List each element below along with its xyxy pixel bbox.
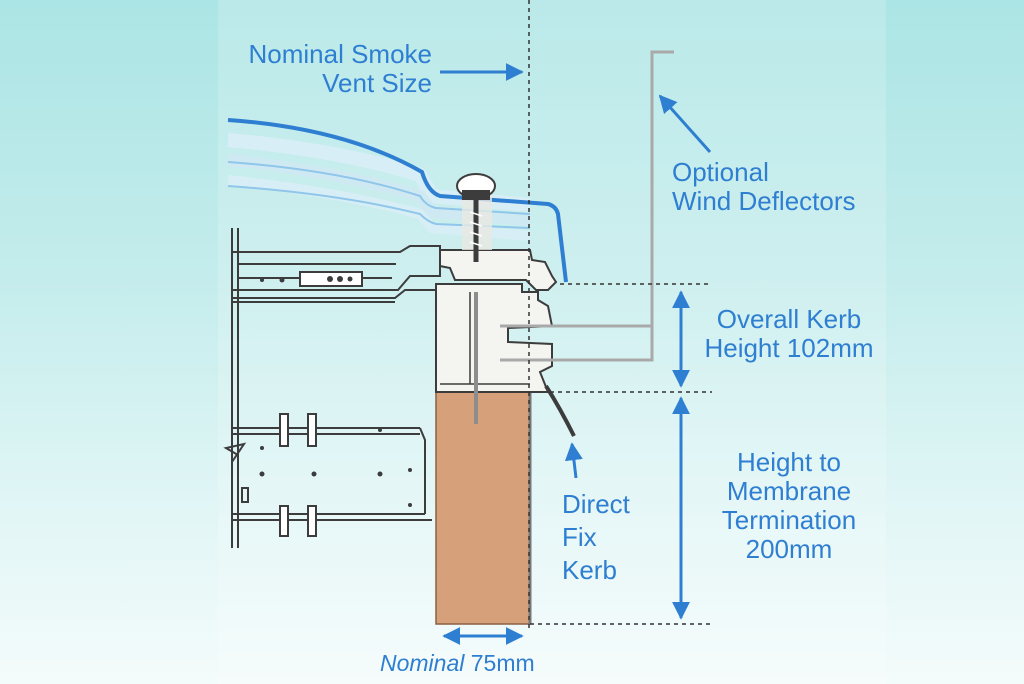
label-nominal-width: Nominal 75mm [380, 650, 535, 676]
steel-structure [223, 228, 441, 548]
dome-outer-sheet [227, 118, 568, 283]
direct-fix-arrow [564, 442, 583, 479]
label-kerb-height: Overall Kerb Height 102mm [704, 304, 874, 363]
label-nominal-vent-size: Nominal Smoke Vent Size [248, 39, 432, 98]
label-direct-fix-kerb: Direct Fix Kerb [562, 489, 630, 585]
dimension-guides [530, 283, 712, 625]
kerb-drip-leg [544, 384, 576, 437]
fixing-holes [259, 276, 412, 507]
kerb-profile [435, 249, 558, 393]
deflector-arrow [658, 94, 712, 153]
fixing-screw [456, 173, 496, 424]
annotation-arrows [440, 63, 712, 645]
drawing-panel [218, 0, 886, 684]
nominal-emphasis: Nominal [380, 650, 465, 676]
label-membrane-height: Height to Membrane Termination 200mm [721, 447, 857, 564]
wind-deflector [500, 50, 674, 362]
dome-glazing [227, 118, 568, 283]
nominal-width-value: 75mm [464, 650, 535, 676]
timber-upstand [435, 391, 531, 625]
bolts [279, 413, 317, 537]
label-wind-deflectors: Optional Wind Deflectors [672, 157, 856, 216]
